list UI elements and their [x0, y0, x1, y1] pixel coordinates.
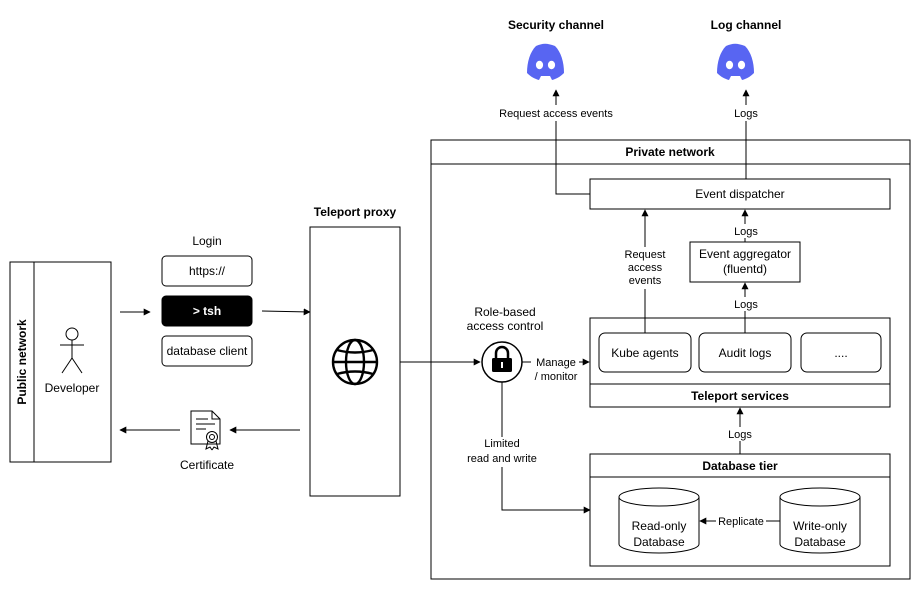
log-channel-title: Log channel: [711, 18, 782, 32]
event-dispatcher-label: Event dispatcher: [695, 187, 784, 201]
login-option-tsh: [161, 295, 253, 327]
discord-icon: [717, 43, 754, 80]
edge-label-limited: Limited: [484, 438, 519, 450]
write-only-database-icon: [779, 487, 861, 554]
edge-label-replicate: Replicate: [718, 516, 764, 528]
globe-icon: [331, 338, 379, 386]
private-network-title: Private network: [625, 145, 715, 159]
lock-icon: [481, 341, 523, 383]
edge-label-access: access: [628, 262, 663, 274]
certificate-icon: [190, 410, 221, 451]
event-aggregator-sub: (fluentd): [723, 262, 767, 276]
svg-text:> tsh: > tsh: [193, 304, 221, 318]
login-option-database-client: [161, 335, 253, 367]
svg-text:....: ....: [834, 346, 847, 360]
edge-label-logs-aggregator: Logs: [734, 299, 758, 311]
teleport-services-title: Teleport services: [691, 389, 789, 403]
read-only-db-label-2: Database: [633, 535, 685, 549]
event-aggregator-label: Event aggregator: [699, 247, 791, 261]
discord-icon: [527, 43, 564, 80]
edge-label-read-write: read and write: [467, 453, 537, 465]
public-network-container: [9, 261, 112, 463]
edge-label-request: Request: [625, 249, 666, 261]
edge-label-logs-channel: Logs: [734, 108, 758, 120]
svg-text:https://: https://: [189, 264, 226, 278]
login-option-https: [161, 255, 253, 287]
svg-text:database client: database client: [167, 344, 248, 358]
write-only-db-label-2: Database: [794, 535, 846, 549]
edge-label-events: events: [629, 275, 662, 287]
certificate-label: Certificate: [180, 458, 234, 472]
proxy-title: Teleport proxy: [314, 205, 397, 219]
private-network-container: [430, 139, 911, 580]
edge-label-logs-services: Logs: [728, 429, 752, 441]
edge-label-logs-dispatcher: Logs: [734, 226, 758, 238]
write-only-db-label: Write-only: [793, 519, 847, 533]
event-dispatcher-box: [589, 178, 891, 210]
more-services-box: [800, 332, 882, 373]
edge-login-proxy: [261, 308, 311, 316]
edge-label-manage: Manage: [536, 357, 576, 369]
read-only-database-icon: [618, 487, 700, 554]
edge-label-monitor: / monitor: [535, 371, 578, 383]
svg-text:Audit logs: Audit logs: [719, 346, 772, 360]
svg-text:Kube agents: Kube agents: [611, 346, 678, 360]
login-title: Login: [192, 234, 221, 248]
read-only-db-label: Read-only: [632, 519, 687, 533]
edge-label-request-access-events: Request access events: [499, 108, 613, 120]
developer-actor-icon: [60, 327, 84, 374]
edge-rbac-database: [501, 382, 591, 514]
rbac-label-line2: access control: [467, 319, 544, 333]
edge-dispatcher-security: [552, 89, 590, 195]
public-network-label: Public network: [15, 319, 29, 405]
developer-label: Developer: [45, 381, 100, 395]
rbac-label: Role-based: [474, 305, 535, 319]
database-tier-title: Database tier: [702, 459, 778, 473]
security-channel-title: Security channel: [508, 18, 604, 32]
